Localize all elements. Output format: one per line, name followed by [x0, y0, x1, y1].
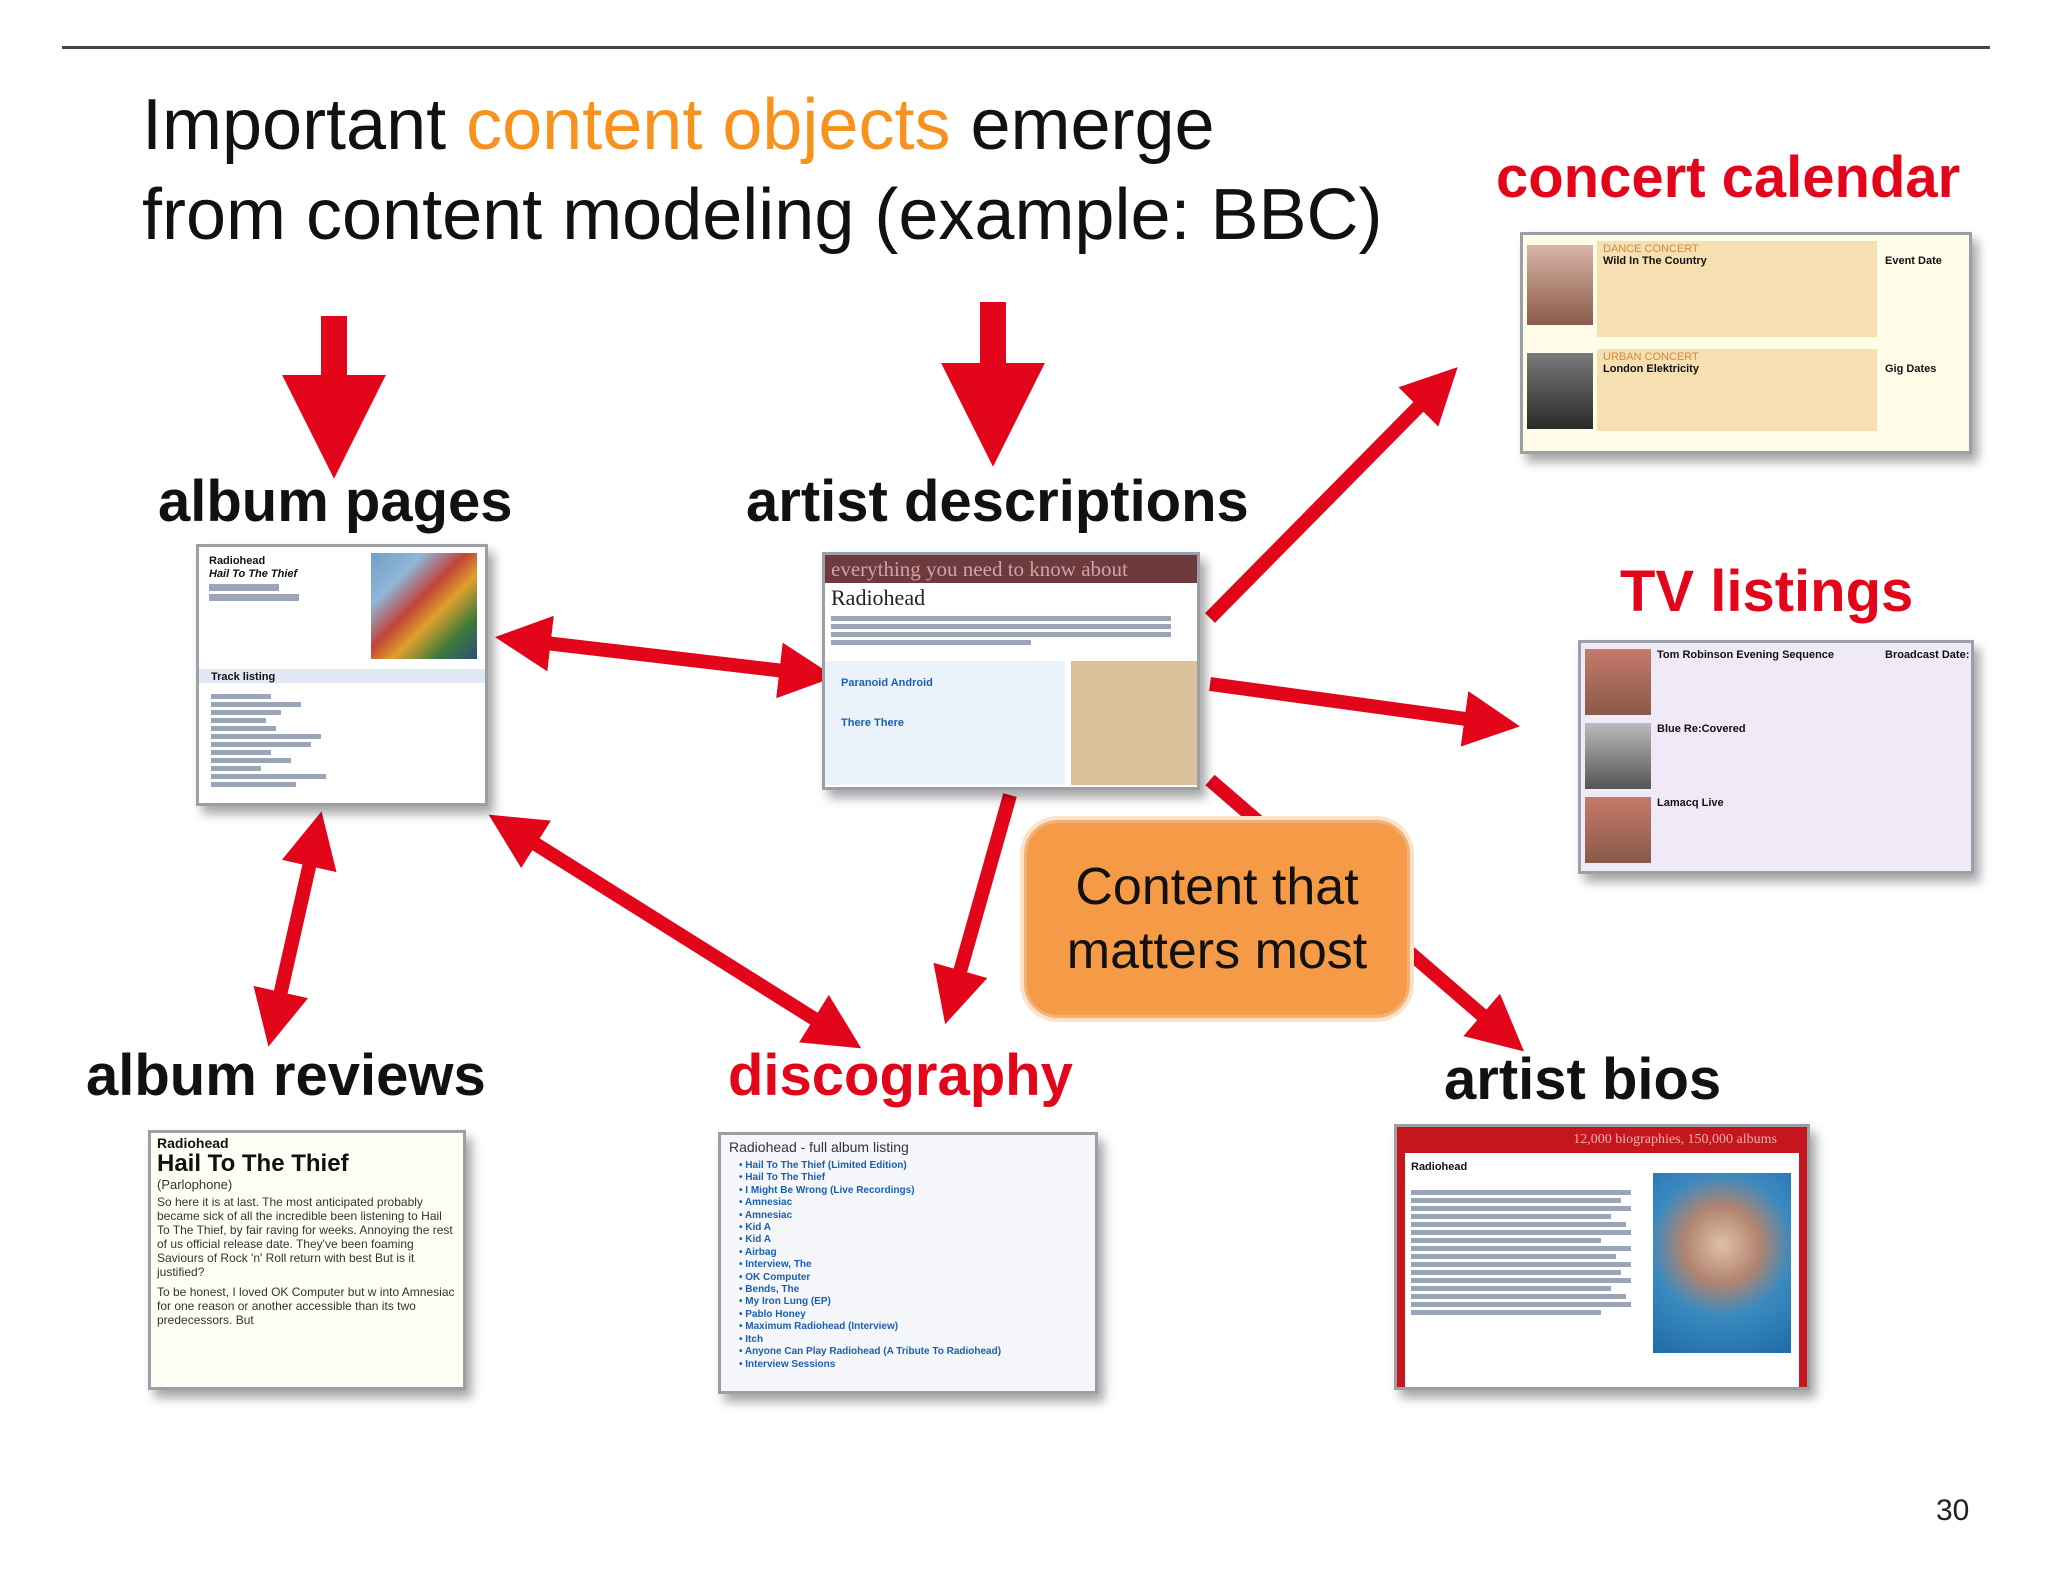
title-text-b: emerge — [950, 85, 1215, 165]
concert-col-1: Event Date — [1885, 255, 1942, 267]
artist-name: Radiohead — [831, 585, 926, 610]
arrow-album-artist — [494, 615, 836, 699]
tv-image-3 — [1585, 797, 1651, 863]
bio-banner: 12,000 biographies, 150,000 albums — [1397, 1127, 1807, 1153]
album-page-artist: Radiohead — [209, 555, 266, 567]
tv-show-1: Tom Robinson Evening Sequence — [1657, 649, 1835, 661]
review-paragraph-2: To be honest, I loved OK Computer but w … — [157, 1285, 455, 1327]
title-line-1: Important content objects emerge — [142, 80, 1383, 170]
bio-photo — [1653, 1173, 1791, 1353]
artist-banner: everything you need to know about — [825, 555, 1197, 583]
discography-item: • Amnesiac — [739, 1197, 793, 1209]
tv-image-1 — [1585, 649, 1651, 715]
track-list-lines — [211, 691, 341, 790]
title-line-2: from content modeling (example: BBC) — [142, 175, 1383, 255]
discography-item: • Airbag — [739, 1246, 777, 1258]
artist-bio-thumbnail: 12,000 biographies, 150,000 albums Radio… — [1394, 1124, 1810, 1390]
page-number: 30 — [1936, 1494, 1970, 1527]
discography-item: • Pablo Honey — [739, 1308, 806, 1320]
discography-item: • Kid A — [739, 1222, 772, 1234]
concert-cat-1: DANCE CONCERT — [1603, 243, 1699, 255]
label-artist-descriptions: artist descriptions — [746, 469, 1249, 534]
bio-name: Radiohead — [1411, 1161, 1468, 1173]
concert-photo-1 — [1527, 245, 1593, 325]
slide-title: Important content objects emerge from co… — [142, 80, 1383, 260]
artist-description-thumbnail: everything you need to know about Radioh… — [822, 552, 1200, 790]
discography-item: • Hail To The Thief (Limited Edition) — [739, 1160, 907, 1171]
discography-item: • Maximum Radiohead (Interview) — [739, 1321, 899, 1333]
review-artist: Radiohead — [157, 1135, 229, 1151]
bio-text-lines — [1411, 1187, 1637, 1318]
review-album: Hail To The Thief — [157, 1150, 349, 1177]
concert-event-2: London Elektricity — [1603, 363, 1699, 375]
discography-item: • Anyone Can Play Radiohead (A Tribute T… — [739, 1346, 1002, 1358]
label-artist-bios: artist bios — [1444, 1047, 1722, 1112]
tv-listings-thumbnail: Tom Robinson Evening Sequence Blue Re:Co… — [1578, 640, 1974, 874]
discography-item: • Bends, The — [739, 1284, 800, 1296]
review-paragraph-1: So here it is at last. The most anticipa… — [157, 1195, 453, 1279]
discography-item: • OK Computer — [739, 1271, 811, 1283]
callout-line-1: Content that — [1075, 858, 1359, 916]
album-page-thumbnail: Radiohead Hail To The Thief Track listin… — [196, 544, 488, 806]
artist-track-2: There There — [841, 717, 904, 729]
album-cover-image — [371, 553, 477, 659]
content-that-matters-callout: Content that matters most — [1024, 820, 1410, 1018]
discography-heading: Radiohead - full album listing — [729, 1139, 909, 1155]
label-concert-calendar: concert calendar — [1496, 145, 1961, 210]
discography-item: • Kid A — [739, 1234, 772, 1246]
tv-col-header: Broadcast Date: — [1885, 649, 1970, 661]
arrow-album-reviews — [253, 811, 337, 1047]
album-review-thumbnail: Radiohead Hail To The Thief (Parlophone)… — [148, 1130, 466, 1390]
concert-calendar-thumbnail: DANCE CONCERT Wild In The Country Event … — [1520, 232, 1972, 454]
discography-list: • Hail To The Thief (Limited Edition)• H… — [739, 1160, 1087, 1371]
concert-cat-2: URBAN CONCERT — [1603, 351, 1699, 363]
discography-item: • Interview Sessions — [739, 1358, 836, 1370]
concert-col-2: Gig Dates — [1885, 363, 1937, 375]
tv-show-3: Lamacq Live — [1657, 797, 1724, 809]
label-tv-listings: TV listings — [1620, 559, 1914, 624]
concert-photo-2 — [1527, 353, 1593, 429]
discography-item: • Interview, The — [739, 1259, 812, 1271]
label-album-pages: album pages — [158, 469, 513, 534]
label-album-reviews: album reviews — [86, 1043, 486, 1108]
label-discography: discography — [728, 1043, 1073, 1108]
album-page-album: Hail To The Thief — [209, 568, 298, 580]
discography-item: • My Iron Lung (EP) — [739, 1296, 831, 1308]
review-label: (Parlophone) — [157, 1177, 233, 1192]
discography-item: • Hail To The Thief — [739, 1172, 826, 1184]
arrow-album-discography — [488, 814, 862, 1049]
discography-thumbnail: Radiohead - full album listing • Hail To… — [718, 1132, 1098, 1394]
tv-image-2 — [1585, 723, 1651, 789]
title-highlight: content objects — [466, 85, 951, 165]
top-rule — [62, 46, 1990, 49]
title-text-a: Important — [142, 85, 467, 165]
concert-event-1: Wild In The Country — [1603, 255, 1707, 267]
arrow-to-concert — [1205, 367, 1458, 623]
discography-item: • I Might Be Wrong (Live Recordings) — [739, 1184, 915, 1196]
callout-line-2: matters most — [1066, 922, 1368, 980]
arrow-to-tv — [1209, 677, 1520, 747]
tracks-heading: Track listing — [211, 671, 276, 683]
tv-show-2: Blue Re:Covered — [1657, 723, 1746, 735]
artist-track-1: Paranoid Android — [841, 677, 933, 689]
discography-item: • Itch — [739, 1333, 764, 1345]
discography-item: • Amnesiac — [739, 1209, 793, 1221]
arrow-to-discography — [933, 793, 1017, 1025]
